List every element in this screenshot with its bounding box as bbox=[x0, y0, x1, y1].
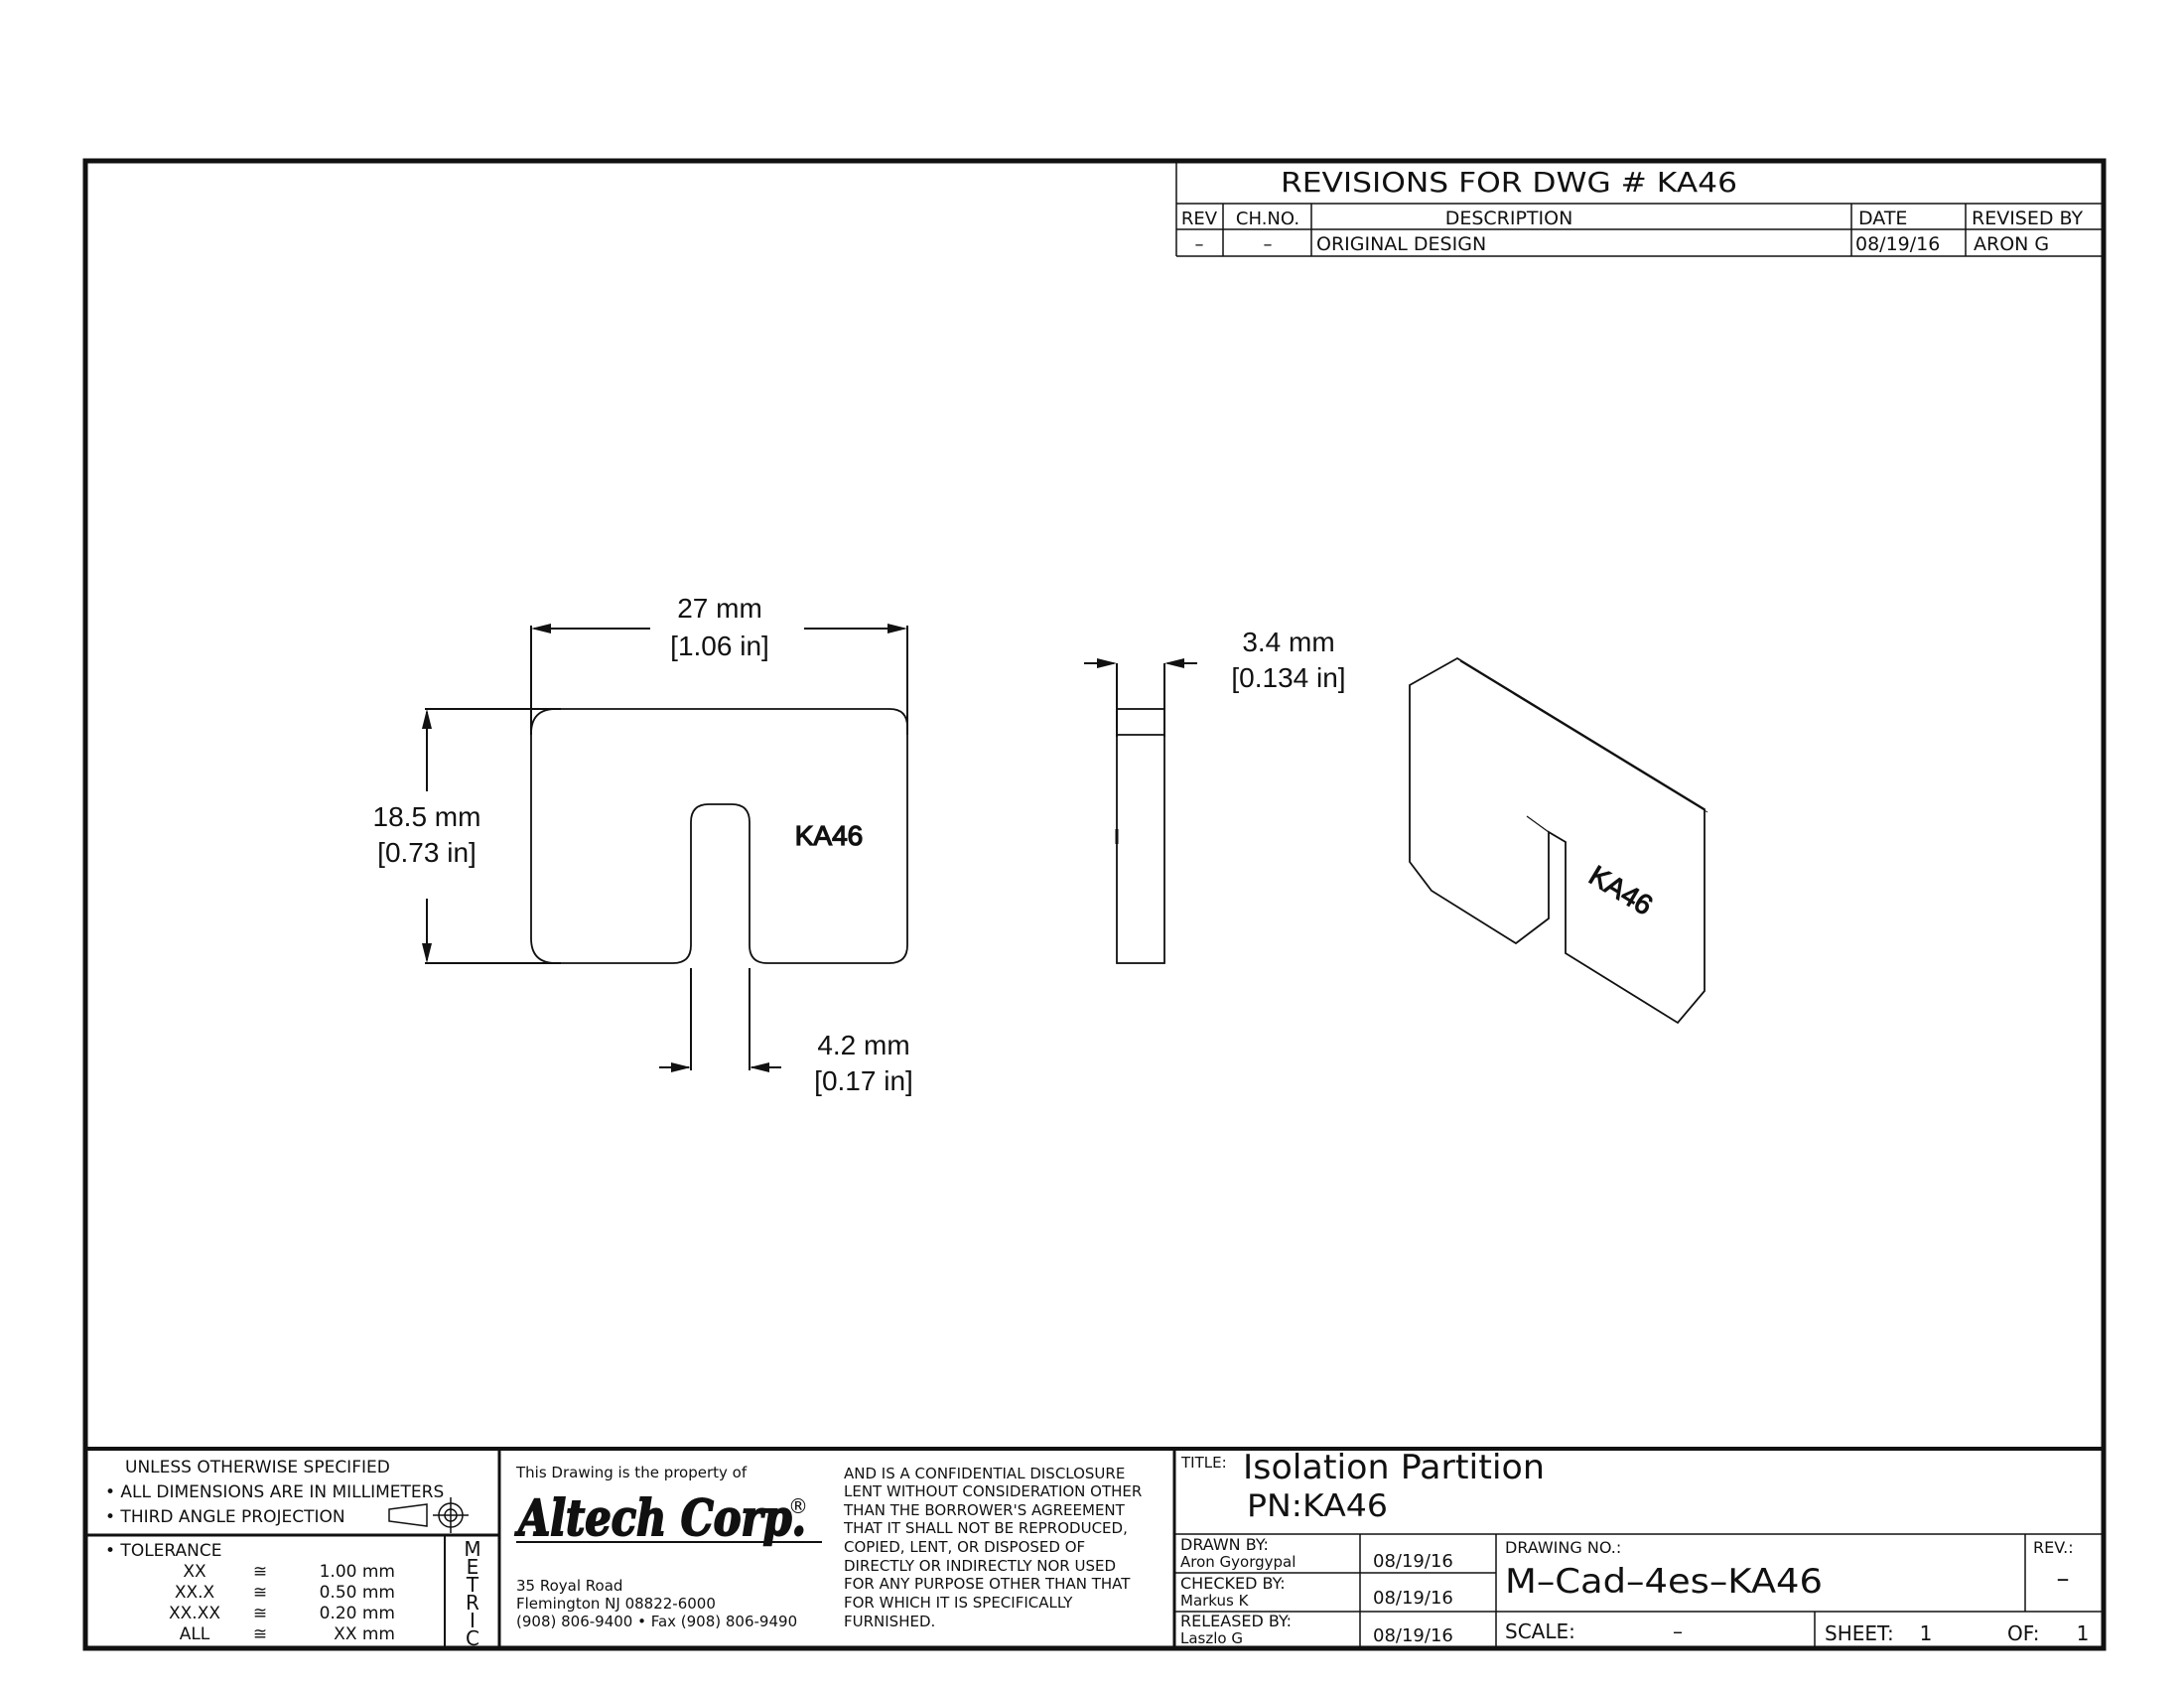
ch-no-header: CH.NO. bbox=[1236, 209, 1299, 229]
checked-by-name: Markus K bbox=[1180, 1592, 1250, 1610]
of-value: 1 bbox=[2077, 1621, 2090, 1645]
thickness-dimension bbox=[1084, 662, 1197, 737]
width-arrow-right bbox=[887, 624, 907, 633]
drawn-date: 08/19/16 bbox=[1373, 1551, 1453, 1572]
rev-number: – bbox=[2057, 1564, 2070, 1594]
front-view-outline bbox=[530, 708, 908, 964]
isometric-view bbox=[1409, 656, 1708, 1025]
disclosure-line-5: DIRECTLY OR INDIRECTLY NOR USED bbox=[844, 1557, 1116, 1575]
slot-in-label: [0.17 in] bbox=[814, 1065, 913, 1096]
slot-arrow-right bbox=[750, 1062, 769, 1072]
tolerance-symbol-0: ≅ bbox=[253, 1562, 267, 1582]
disclosure-line-0: AND IS A CONFIDENTIAL DISCLOSURE bbox=[844, 1465, 1125, 1482]
unless-specified-note: UNLESS OTHERWISE SPECIFIED bbox=[125, 1458, 390, 1477]
projection-note: • THIRD ANGLE PROJECTION bbox=[105, 1507, 345, 1527]
drawing-title: Isolation Partition bbox=[1243, 1448, 1545, 1487]
height-arrow-bottom bbox=[422, 943, 432, 963]
revised-by-header: REVISED BY bbox=[1972, 208, 2084, 229]
company-address-street: 35 Royal Road bbox=[516, 1577, 622, 1595]
third-angle-projection-icon bbox=[388, 1497, 469, 1533]
tolerance-format-0: XX bbox=[183, 1562, 206, 1582]
metric-letter-e: E bbox=[467, 1555, 479, 1579]
description-header: DESCRIPTION bbox=[1445, 208, 1573, 229]
height-arrow-top bbox=[422, 709, 432, 729]
drawn-by-label: DRAWN BY: bbox=[1180, 1535, 1269, 1554]
rev-label: REV.: bbox=[2033, 1538, 2074, 1557]
tolerance-value-3: XX mm bbox=[334, 1624, 395, 1644]
scale-label: SCALE: bbox=[1505, 1619, 1575, 1643]
revised-by-value: ARON G bbox=[1974, 233, 2049, 255]
sheet-label: SHEET: bbox=[1825, 1621, 1894, 1645]
released-date: 08/19/16 bbox=[1373, 1625, 1453, 1646]
disclosure-line-7: FOR WHICH IT IS SPECIFICALLY bbox=[844, 1594, 1073, 1612]
thickness-arrow-right bbox=[1164, 658, 1184, 668]
metric-letter-i: I bbox=[470, 1609, 476, 1632]
disclosure-line-2: THAN THE BORROWER'S AGREEMENT bbox=[843, 1501, 1126, 1519]
thickness-arrow-left bbox=[1097, 658, 1117, 668]
tolerance-value-1: 0.50 mm bbox=[320, 1583, 395, 1603]
tolerance-symbol-3: ≅ bbox=[253, 1624, 267, 1644]
drawn-by-name: Aron Gyorgypal bbox=[1180, 1553, 1296, 1571]
width-in-label: [1.06 in] bbox=[670, 631, 769, 661]
checked-date: 08/19/16 bbox=[1373, 1588, 1453, 1609]
revisions-title: REVISIONS FOR DWG # KA46 bbox=[1281, 166, 1737, 199]
width-arrow-left bbox=[531, 624, 551, 633]
drawing-border bbox=[82, 158, 2107, 1651]
drawing-no-label: DRAWING NO.: bbox=[1505, 1538, 1621, 1557]
company-logo: Altech Corp. bbox=[515, 1488, 806, 1547]
metric-letter-r: R bbox=[466, 1591, 479, 1615]
title-label: TITLE: bbox=[1180, 1454, 1227, 1472]
metric-letter-m: M bbox=[464, 1537, 480, 1561]
revisions-table bbox=[1175, 161, 2104, 257]
description-value: ORIGINAL DESIGN bbox=[1316, 233, 1486, 255]
checked-by-label: CHECKED BY: bbox=[1180, 1574, 1286, 1593]
tolerance-symbol-1: ≅ bbox=[253, 1583, 267, 1603]
height-mm-label: 18.5 mm bbox=[373, 801, 481, 832]
side-view bbox=[1115, 708, 1165, 964]
disclosure-line-8: FURNISHED. bbox=[844, 1613, 935, 1630]
company-address-city: Flemington NJ 08822-6000 bbox=[516, 1595, 716, 1613]
date-header: DATE bbox=[1858, 208, 1907, 229]
height-dimension bbox=[425, 708, 561, 964]
disclosure-line-3: THAT IT SHALL NOT BE REPRODUCED, bbox=[843, 1519, 1128, 1537]
drawing-number: M–Cad–4es–KA46 bbox=[1505, 1562, 1823, 1602]
slot-arrow-left bbox=[671, 1062, 691, 1072]
disclosure-line-4: COPIED, LENT, OR DISPOSED OF bbox=[844, 1538, 1085, 1556]
slot-mm-label: 4.2 mm bbox=[817, 1030, 909, 1060]
disclosure-line-1: LENT WITHOUT CONSIDERATION OTHER bbox=[844, 1482, 1142, 1500]
company-phone: (908) 806-9400 • Fax (908) 806-9490 bbox=[516, 1613, 797, 1630]
registered-mark: ® bbox=[788, 1494, 808, 1518]
rev-value: – bbox=[1195, 234, 1204, 255]
of-label: OF: bbox=[2007, 1621, 2039, 1645]
height-in-label: [0.73 in] bbox=[377, 837, 477, 868]
tolerance-label: • TOLERANCE bbox=[105, 1541, 222, 1561]
isometric-part-mark: KA46 bbox=[1583, 860, 1658, 921]
disclosure-line-6: FOR ANY PURPOSE OTHER THAN THAT bbox=[844, 1575, 1131, 1593]
tolerance-format-1: XX.X bbox=[175, 1583, 215, 1603]
date-value: 08/19/16 bbox=[1855, 233, 1940, 255]
rev-header: REV bbox=[1181, 209, 1218, 229]
ch-no-value: – bbox=[1264, 234, 1273, 255]
property-of-note: This Drawing is the property of bbox=[515, 1464, 748, 1481]
width-mm-label: 27 mm bbox=[677, 593, 762, 624]
tolerance-value-0: 1.00 mm bbox=[320, 1562, 395, 1582]
thickness-mm-label: 3.4 mm bbox=[1242, 627, 1334, 657]
tolerance-value-2: 0.20 mm bbox=[320, 1604, 395, 1623]
part-number: PN:KA46 bbox=[1247, 1488, 1388, 1524]
metric-letter-t: T bbox=[466, 1573, 479, 1597]
metric-letter-c: C bbox=[466, 1626, 479, 1650]
title-block-grid bbox=[85, 1447, 2104, 1648]
dimensions-note: • ALL DIMENSIONS ARE IN MILLIMETERS bbox=[105, 1482, 444, 1502]
released-by-label: RELEASED BY: bbox=[1180, 1612, 1292, 1630]
front-view-part-mark: KA46 bbox=[795, 820, 864, 851]
tolerance-format-2: XX.XX bbox=[169, 1604, 220, 1623]
released-by-name: Laszlo G bbox=[1180, 1629, 1243, 1647]
slot-dimension bbox=[659, 968, 781, 1070]
tolerance-format-3: ALL bbox=[180, 1624, 210, 1644]
tolerance-symbol-2: ≅ bbox=[253, 1604, 267, 1623]
sheet-value: 1 bbox=[1920, 1621, 1933, 1645]
thickness-in-label: [0.134 in] bbox=[1231, 662, 1345, 693]
scale-value: – bbox=[1673, 1619, 1683, 1643]
